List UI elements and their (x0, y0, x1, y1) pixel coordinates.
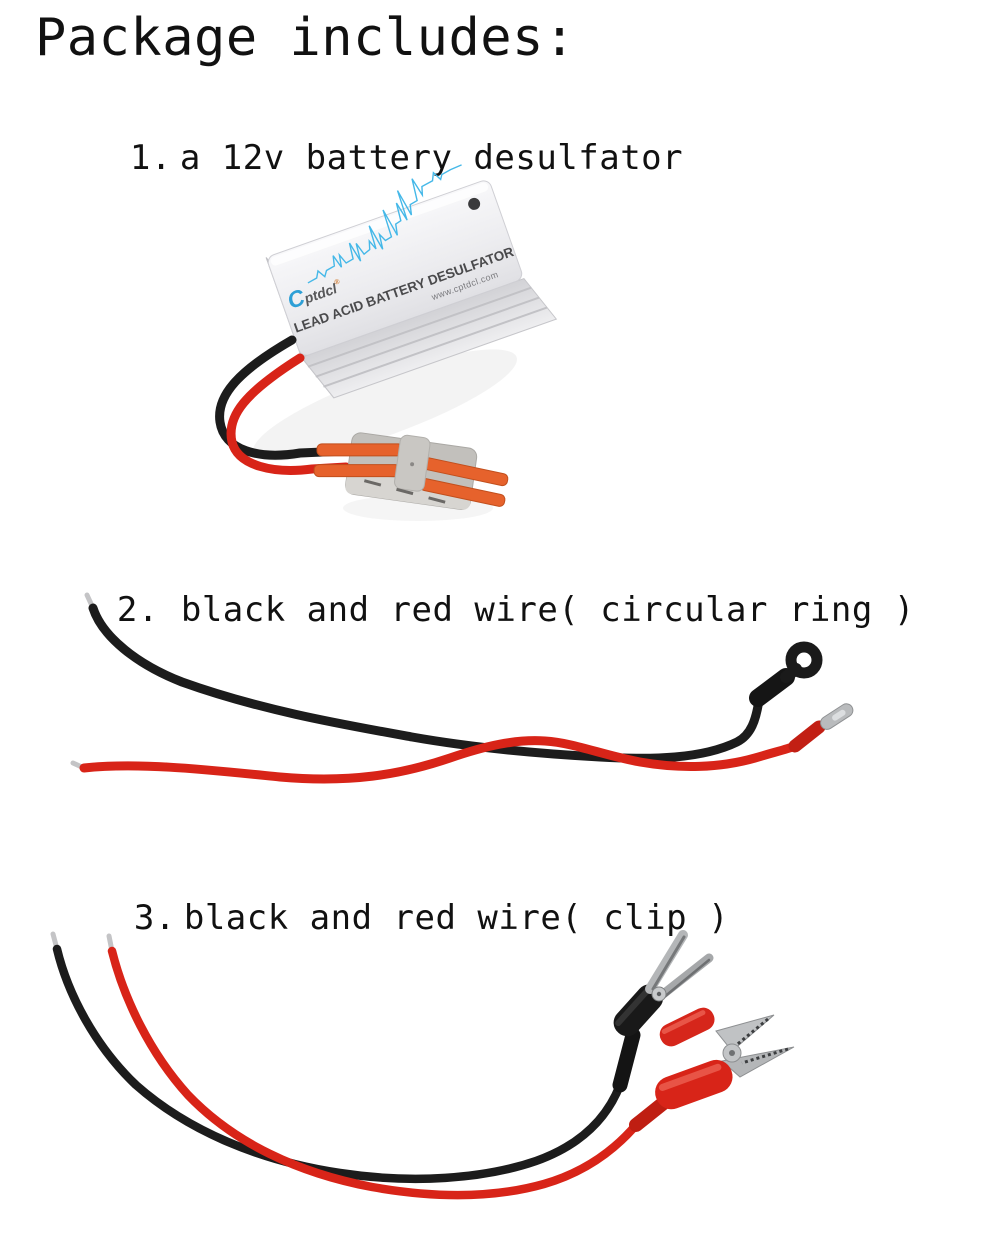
lever-wire-connector (313, 432, 509, 510)
item-3-heading: 3.black and red wire( clip ) (50, 858, 729, 978)
item-2-number: 2. (116, 590, 159, 630)
connector-levers-left (313, 443, 404, 478)
front-side-ridges (307, 286, 548, 388)
red-clip-top-jaw-serration (733, 1017, 769, 1049)
black-ring-terminal (785, 641, 823, 679)
alligator-clip-black (612, 930, 714, 1093)
red-heat-shrink-sleeve (788, 720, 826, 753)
black-clip-jaw-right-edge (661, 958, 711, 1000)
black-clip-jaw-left-edge (651, 935, 686, 991)
device-top-face (267, 180, 523, 356)
red-clip-bottom-jaw (720, 1046, 795, 1078)
waveform-graphic (307, 164, 462, 284)
black-clip-boot (613, 984, 664, 1037)
ring-wires-photo (70, 592, 854, 784)
desulfator-product-photo: Cptdcl® LEAD ACID BATTERY DESULFATOR www… (215, 164, 558, 521)
item-2-heading: 2. black and red wire( circular ring ) (33, 550, 915, 670)
black-clip-jaw-left (645, 930, 688, 994)
clip-red-wire (107, 946, 641, 1200)
clip-black-wire (52, 944, 625, 1184)
page-title: Package includes: (35, 8, 576, 68)
alligator-clip-red (629, 1007, 795, 1132)
black-clip-hinge-screw (656, 991, 662, 997)
brand-trademark: ® (333, 277, 341, 287)
desulfator-device: Cptdcl® LEAD ACID BATTERY DESULFATOR www… (265, 164, 558, 399)
device-led (468, 197, 481, 210)
device-red-wire (226, 353, 351, 475)
connector-center-hole (410, 462, 415, 467)
connector-bottom-marks (363, 479, 446, 504)
red-clip-lower-boot (655, 1059, 733, 1110)
item-2-label: black and red wire( circular ring ) (180, 590, 915, 630)
clip-wires-photo (50, 930, 795, 1200)
device-black-wire (215, 335, 351, 460)
device-shadow (253, 349, 517, 461)
item-1-heading: 1.a 12v battery desulfator (46, 98, 683, 218)
red-clip-bottom-jaw-serration (741, 1047, 789, 1065)
item-1-label: a 12v battery desulfator (179, 138, 684, 178)
red-clip-hinge-screw (729, 1050, 735, 1056)
black-clip-sleeve (612, 1027, 641, 1093)
ring-black-wire (88, 603, 764, 763)
item-3-label: black and red wire( clip ) (183, 898, 730, 938)
black-clip-jaw-right (657, 953, 714, 1000)
item-3-number: 3. (133, 898, 176, 938)
red-ring-terminal (820, 703, 854, 730)
red-clip-upper-boot (659, 1007, 715, 1047)
ring-red-wire (79, 736, 800, 784)
item-1-number: 1. (129, 138, 172, 178)
top-face-highlight (270, 182, 489, 266)
